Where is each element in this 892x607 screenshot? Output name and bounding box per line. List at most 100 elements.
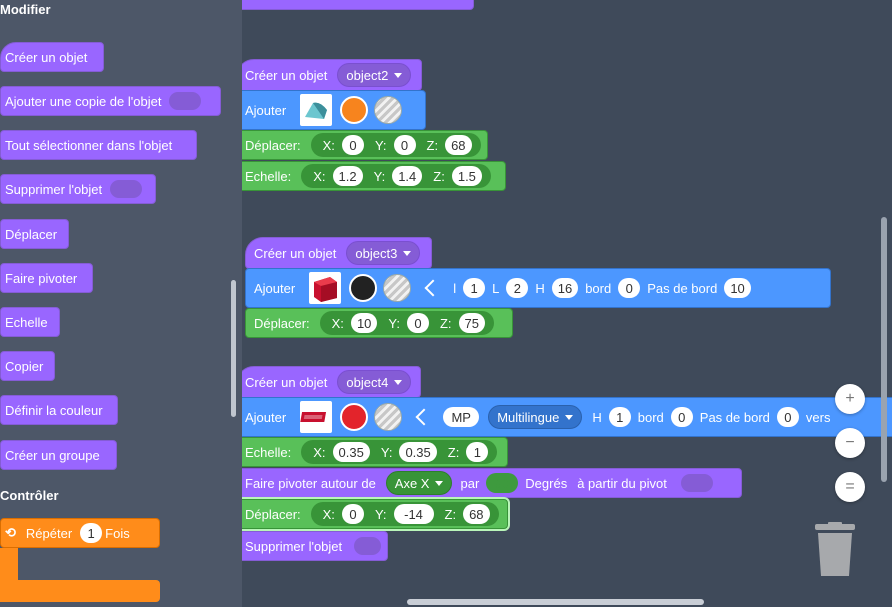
height-input[interactable]: 1 — [608, 407, 631, 427]
wedge-shape-icon — [305, 102, 328, 119]
z-input[interactable]: 75 — [458, 313, 486, 333]
trash-icon[interactable] — [813, 522, 857, 578]
chevron-down-icon — [565, 414, 574, 420]
zoom-in-icon: + — [845, 390, 855, 407]
scale-block[interactable]: Echelle: X:0.35 Y:0.35 Z:1 — [242, 437, 508, 467]
create-object3-block[interactable]: Créer un objet object3 — [245, 237, 432, 269]
y-input[interactable]: -14 — [393, 504, 434, 524]
create-object4-block[interactable]: Créer un objet object4 — [242, 366, 421, 398]
object-slot — [169, 92, 202, 110]
category-modifier-label: Modifier — [0, 2, 51, 17]
zoom-out-button[interactable]: − — [835, 428, 865, 458]
height-input[interactable]: 16 — [551, 278, 579, 298]
z-input[interactable]: 1.5 — [451, 166, 482, 186]
x-input[interactable]: 0 — [341, 504, 364, 524]
palette-scale-block[interactable]: Echelle — [0, 307, 60, 337]
workspace-vertical-scrollbar[interactable] — [881, 217, 887, 482]
xyz-input-group: X:10 Y:0 Z:75 — [319, 311, 495, 335]
chevron-down-icon — [435, 480, 444, 486]
x-input[interactable]: 1.2 — [332, 166, 363, 186]
palette-set-color-block[interactable]: Définir la couleur — [0, 395, 118, 425]
x-input[interactable]: 0.35 — [332, 442, 370, 462]
degrees-input[interactable]: 90 — [486, 473, 519, 493]
object-slot — [110, 180, 143, 198]
language-dropdown[interactable]: Multilingue — [488, 405, 583, 429]
xyz-input-group: X:0 Y:-14 Z:68 — [310, 502, 499, 526]
xyz-input-group: X:0.35 Y:0.35 Z:1 — [301, 440, 498, 464]
palette-create-object-block[interactable]: Créer un objet — [0, 42, 104, 72]
create-object2-block[interactable]: Créer un objet object2 — [242, 59, 422, 91]
delete-object-block[interactable]: Supprimer l'objet — [242, 531, 388, 561]
category-controler-label: Contrôler — [0, 488, 59, 503]
chevron-left-icon[interactable] — [424, 279, 442, 297]
color-picker[interactable] — [349, 274, 378, 302]
move-block[interactable]: Déplacer: X:0 Y:0 Z:68 — [242, 130, 488, 160]
xyz-input-group: X:0 Y:0 Z:68 — [310, 133, 481, 157]
width-input[interactable]: 1 — [463, 278, 486, 298]
xyz-input-group: X:1.2 Y:1.4 Z:1.5 — [301, 164, 491, 188]
chevron-down-icon — [403, 250, 412, 256]
zoom-out-icon: − — [845, 434, 855, 451]
script-workspace[interactable]: Créer un objet object2 Ajouter Déplacer:… — [242, 0, 892, 607]
object-name-dropdown[interactable]: object4 — [337, 370, 412, 394]
pas-de-bord-input[interactable]: 0 — [776, 407, 799, 427]
x-input[interactable]: 10 — [350, 313, 378, 333]
repeat-block-footer — [0, 580, 160, 602]
y-input[interactable]: 0.35 — [399, 442, 437, 462]
palette-scrollbar[interactable] — [231, 280, 236, 417]
object-slot[interactable] — [354, 537, 381, 555]
y-input[interactable]: 1.4 — [392, 166, 423, 186]
move-block-selected[interactable]: Déplacer: X:0 Y:-14 Z:68 — [242, 499, 508, 529]
zoom-reset-icon: = — [845, 478, 855, 495]
palette-add-copy-block[interactable]: Ajouter une copie de l'objet — [0, 86, 221, 116]
chevron-down-icon — [394, 72, 403, 78]
palette-move-block[interactable]: Déplacer — [0, 219, 69, 249]
y-input[interactable]: 0 — [406, 313, 429, 333]
chevron-left-icon[interactable] — [415, 408, 433, 426]
palette-delete-object-block[interactable]: Supprimer l'objet — [0, 174, 156, 204]
color-picker[interactable] — [340, 403, 369, 431]
add-shape-block[interactable]: Ajouter — [242, 90, 426, 130]
length-input[interactable]: 2 — [506, 278, 529, 298]
z-input[interactable]: 1 — [466, 442, 489, 462]
y-input[interactable]: 0 — [393, 135, 416, 155]
cube-shape-thumbnail[interactable] — [309, 272, 342, 304]
object-name-dropdown[interactable]: object3 — [346, 241, 421, 265]
repeat-block-arm — [0, 548, 18, 582]
bord-input[interactable]: 0 — [618, 278, 641, 298]
z-input[interactable]: 68 — [463, 504, 490, 524]
texture-picker[interactable] — [383, 274, 412, 302]
palette-copy-block[interactable]: Copier — [0, 351, 55, 381]
chevron-down-icon — [394, 379, 403, 385]
x-input[interactable]: 0 — [341, 135, 364, 155]
repeat-count-input[interactable]: 1 — [80, 523, 103, 543]
block-palette: Modifier Créer un objet Ajouter une copi… — [0, 0, 242, 607]
text-shape-thumbnail[interactable] — [300, 401, 333, 433]
z-input[interactable]: 68 — [445, 135, 472, 155]
scale-block[interactable]: Echelle: X:1.2 Y:1.4 Z:1.5 — [242, 161, 506, 191]
palette-repeat-block[interactable]: ⟲ Répéter 1 Fois — [0, 518, 160, 548]
move-block[interactable]: Déplacer: X:10 Y:0 Z:75 — [245, 308, 513, 338]
wedge-shape-thumbnail[interactable] — [300, 94, 333, 126]
partial-block[interactable] — [242, 0, 474, 10]
texture-picker[interactable] — [374, 96, 403, 124]
texture-picker[interactable] — [374, 403, 403, 431]
palette-rotate-block[interactable]: Faire pivoter — [0, 263, 93, 293]
object-name-dropdown[interactable]: object2 — [337, 63, 412, 87]
zoom-in-button[interactable]: + — [835, 384, 865, 414]
palette-select-all-block[interactable]: Tout sélectionner dans l'objet — [0, 130, 197, 160]
color-picker[interactable] — [340, 96, 369, 124]
repeat-icon: ⟲ — [5, 525, 16, 540]
palette-create-group-block[interactable]: Créer un groupe — [0, 440, 117, 470]
cube-shape-icon — [314, 277, 338, 302]
pas-de-bord-input[interactable]: 10 — [724, 278, 751, 298]
zoom-reset-button[interactable]: = — [835, 472, 865, 502]
pivot-slot[interactable] — [680, 474, 713, 492]
rotate-block[interactable]: Faire pivoter autour de Axe X par 90 Deg… — [242, 468, 742, 498]
text-input[interactable]: MP — [443, 407, 480, 427]
axis-dropdown[interactable]: Axe X — [385, 471, 453, 495]
bord-input[interactable]: 0 — [670, 407, 693, 427]
workspace-horizontal-scrollbar[interactable] — [407, 599, 704, 605]
